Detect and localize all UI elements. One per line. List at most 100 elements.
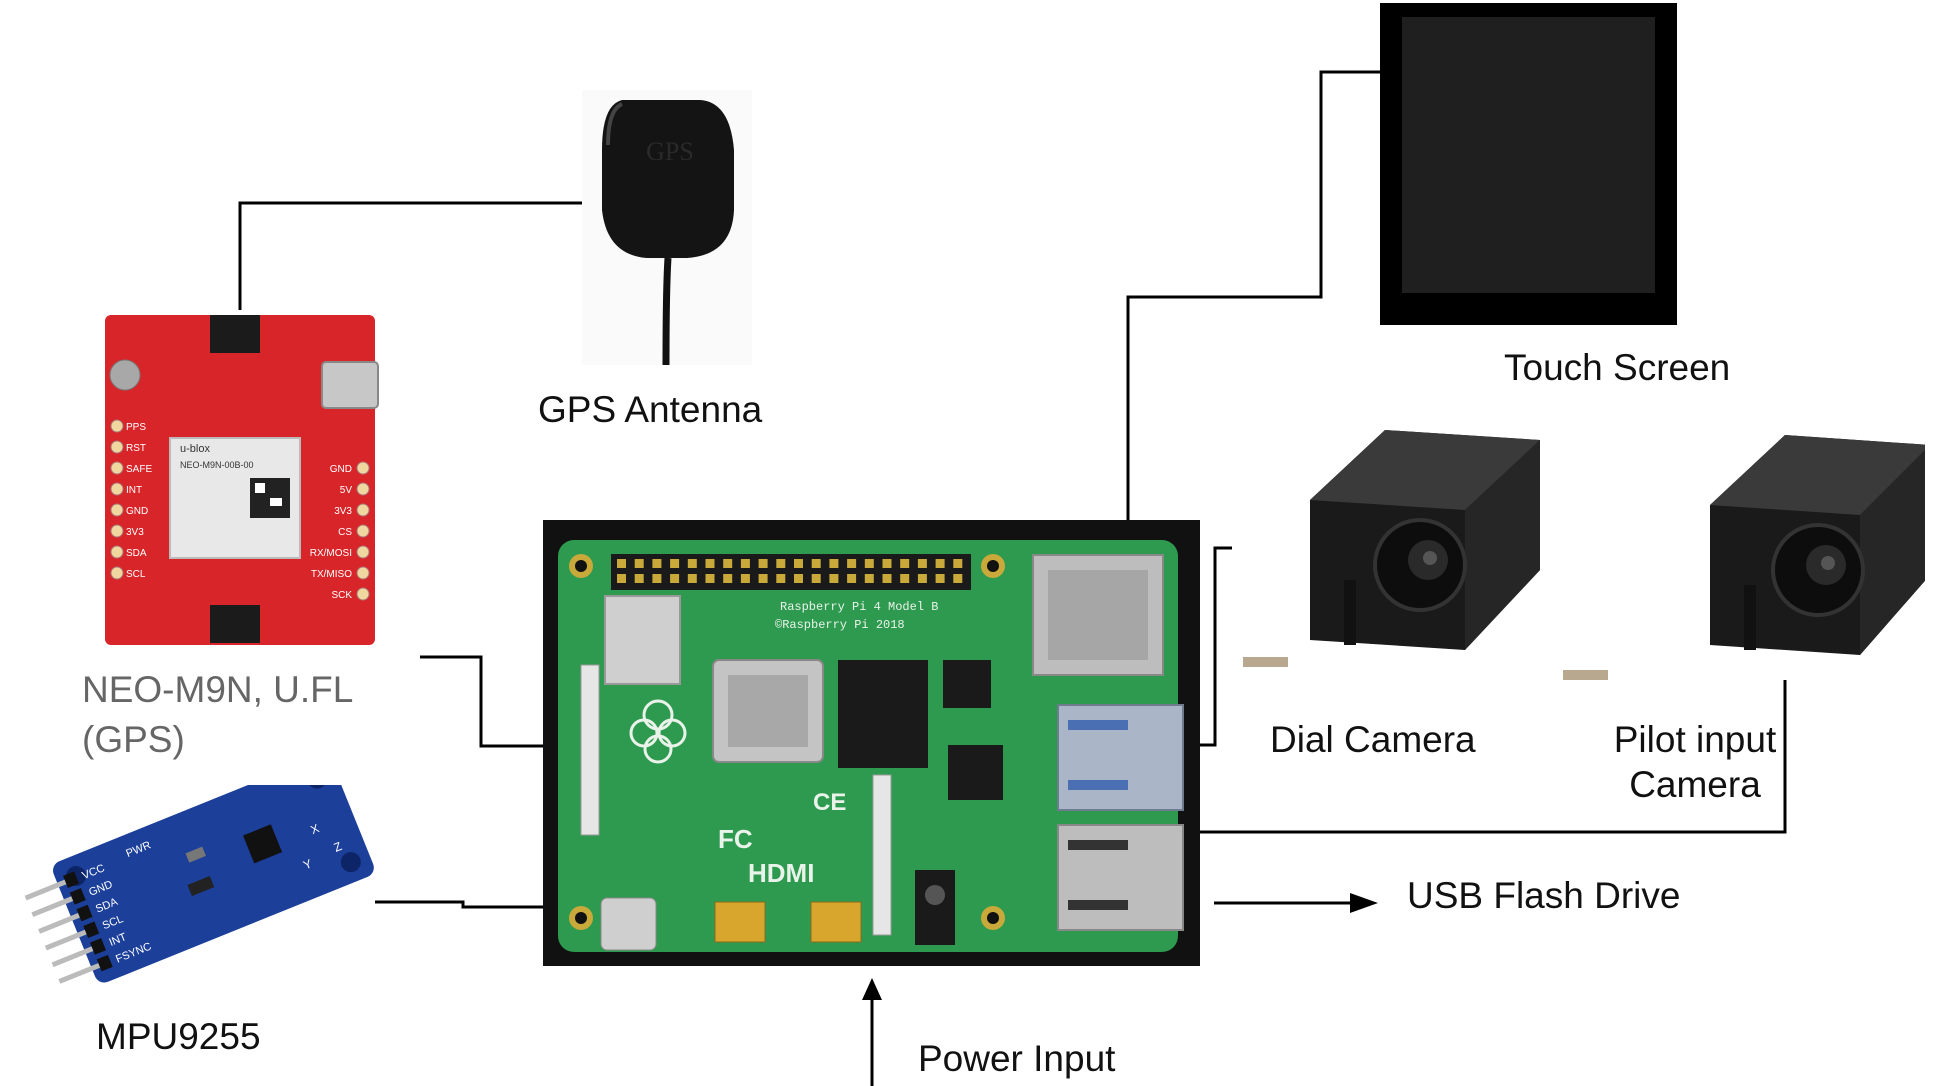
gpio-pin [864,574,874,583]
gps-pin-pad [110,566,124,580]
imu-header-block [76,904,93,922]
imu-header-block [63,871,80,888]
gps-pin-pad [356,566,370,580]
pilot-camera-label-line1: Pilot input [1613,719,1777,760]
antenna-print: GPS [646,137,694,166]
gpio-pin [634,574,644,583]
gps-pin-pad [110,545,124,559]
gps-pin-label: 3V3 [334,506,352,517]
gps-pin-label: 5V [340,485,353,496]
gpio-pin [811,559,821,568]
gpio-pin [829,559,839,568]
gps-pin-label: RX/MOSI [310,548,352,559]
gpio-pin [740,559,750,568]
gpio-pin [811,574,821,583]
dial-camera-image [1240,430,1540,675]
usb-flash-label: USB Flash Drive [1407,875,1681,916]
pilot-camera-image [1560,430,1925,680]
gpio-pin [829,574,839,583]
rpi-ce-text: CE [813,789,846,816]
gpio-pin [652,574,662,583]
gpio-pin [935,574,945,583]
gps-pin-label: PPS [126,422,146,433]
gps-pin-label: RST [126,443,146,454]
imu-header-block [83,921,100,939]
gpio-pin [705,559,715,568]
gps-pin-label: INT [126,485,142,496]
gps-pin-pad [110,503,124,517]
gps-pin-label: SCL [126,569,146,580]
wire-imu-to-pi [375,900,543,909]
imu-header-block [69,888,86,905]
gpio-pin [847,559,857,568]
imu-header-pin [51,945,96,968]
gps-pin-label: SCK [331,590,352,601]
gpio-pin [953,559,963,568]
gps-pin-pad [356,503,370,517]
gps-pin-label: TX/MISO [311,569,352,580]
gps-pin-label: 3V3 [126,527,144,538]
rpi-hdmi-text: HDMI [748,858,814,888]
gps-pin-pad [110,440,124,454]
imu-header-pin [58,962,102,984]
touch-screen-image [1380,3,1677,325]
gps-module-image: u-blox NEO-M9N-00B-00 PPSRSTSAFEINTGND3V… [100,310,420,650]
gps-pin-pad [110,524,124,538]
gpio-pin [617,574,626,583]
gpio-pin [723,559,733,568]
gpio-pin [723,574,733,583]
gpio-pin [900,574,910,583]
gps-pin-label: CS [338,527,352,538]
gps-pin-pad [356,587,370,601]
imu-header-pin [44,928,89,951]
imu-header-pin [38,912,82,934]
imu-header-pin [31,895,76,918]
imu-label: MPU9255 [96,1016,261,1057]
gpio-pin [847,574,857,583]
gpio-pin [900,559,910,568]
dial-camera-label: Dial Camera [1270,719,1476,760]
gpio-pin [758,559,768,568]
gpio-pin [776,574,786,583]
gpio-pin [935,559,945,568]
gps-antenna-image: GPS [582,90,752,365]
gps-pin-pad [356,524,370,538]
wire-dial-camera [1200,546,1232,747]
gps-chip-model: NEO-M9N-00B-00 [180,460,254,470]
gpio-pin [670,559,680,568]
gpio-pin [652,559,662,568]
gps-pin-pad [356,482,370,496]
imu-header-block [90,938,107,955]
gpio-pin [776,559,786,568]
raspberry-pi-image: Raspberry Pi 4 Model B ©Raspberry Pi 201… [543,520,1200,966]
power-arrow-head [862,978,882,1000]
gps-pin-pad [356,461,370,475]
gpio-pin [917,574,927,583]
wire-pilot-camera [1180,680,1787,834]
touch-screen-panel [1402,17,1655,293]
gpio-pin [864,559,874,568]
gpio-pin [882,574,892,583]
gps-module-label-line2: (GPS) [82,719,185,760]
gps-pin-label: GND [330,464,352,475]
gpio-pin [634,559,644,568]
gpio-pin [687,574,697,583]
power-input-label: Power Input [918,1038,1116,1079]
gpio-pin [617,559,626,568]
wire-gps-to-pi [420,655,543,748]
rpi-model-text: Raspberry Pi 4 Model B [780,600,938,614]
gpio-pin [705,574,715,583]
gps-pin-label: GND [126,506,148,517]
gps-pin-pad [110,461,124,475]
wire-screen-to-pi [1126,70,1380,520]
gps-chip-brand: u-blox [180,443,210,455]
gps-antenna-label: GPS Antenna [538,389,763,430]
gps-pin-pad [110,482,124,496]
rpi-copyright-text: ©Raspberry Pi 2018 [775,618,905,632]
gpio-pin [794,559,803,568]
rpi-fc-text: FC [718,824,753,854]
gps-module-label-line1: NEO-M9N, U.FL [82,669,354,710]
gps-pin-pad [356,545,370,559]
